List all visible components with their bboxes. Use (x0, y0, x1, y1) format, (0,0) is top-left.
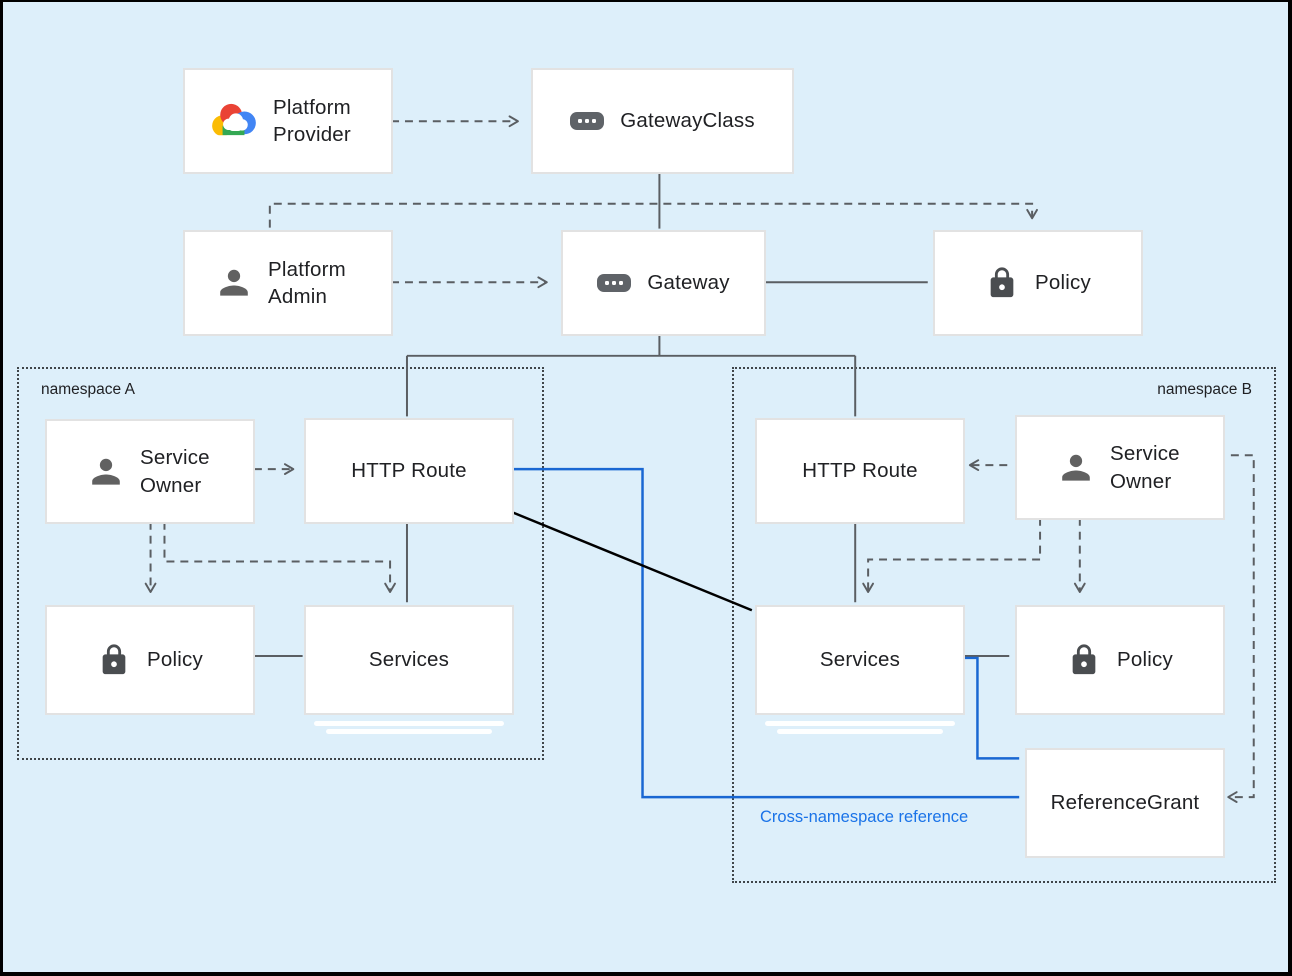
node-services-b: Services (755, 605, 965, 715)
node-label: Services (368, 648, 450, 672)
person-icon (216, 265, 252, 301)
node-policy-b: Policy (1015, 605, 1225, 715)
node-label: Services (819, 648, 901, 672)
lock-icon (97, 643, 131, 677)
services-a-stack-layer (314, 721, 504, 726)
cross-namespace-reference-label: Cross-namespace reference (760, 808, 969, 826)
node-label: Service Owner (140, 446, 210, 497)
node-label: Platform Provider (273, 95, 351, 146)
google-cloud-icon (211, 102, 257, 140)
services-b-stack-layer (765, 721, 955, 726)
node-label: Policy (1035, 271, 1091, 295)
node-service-owner-b: Service Owner (1015, 415, 1225, 520)
node-http-route-b: HTTP Route (755, 418, 965, 524)
node-label: HTTP Route (802, 459, 918, 483)
lock-icon (985, 266, 1019, 300)
namespace-a-label: namespace A (41, 381, 135, 398)
node-gatewayclass: GatewayClass (531, 68, 794, 174)
node-platform-provider: Platform Provider (183, 68, 393, 174)
node-gateway: Gateway (561, 230, 766, 336)
node-http-route-a: HTTP Route (304, 418, 514, 524)
node-label: Service Owner (1110, 442, 1180, 493)
lock-icon (1067, 643, 1101, 677)
edge-httproute-a-services-b (510, 510, 753, 612)
person-icon (1058, 450, 1094, 486)
node-policy-a: Policy (45, 605, 255, 715)
services-b-stack-layer (777, 729, 943, 734)
namespace-b-label: namespace B (1157, 381, 1252, 398)
services-a-stack-layer (326, 729, 492, 734)
node-label: GatewayClass (620, 109, 755, 133)
node-label: Policy (1117, 648, 1173, 672)
resource-chip-icon (597, 274, 632, 292)
edge-admin-policy (268, 202, 1038, 228)
node-services-a: Services (304, 605, 514, 715)
node-label: ReferenceGrant (1050, 791, 1200, 815)
node-label: HTTP Route (351, 459, 467, 483)
node-platform-admin: Platform Admin (183, 230, 393, 336)
node-policy-top: Policy (933, 230, 1143, 336)
node-service-owner-a: Service Owner (45, 419, 255, 524)
node-label: Policy (147, 648, 203, 672)
person-icon (88, 454, 124, 490)
node-label: Platform Admin (268, 257, 346, 308)
node-referencegrant: ReferenceGrant (1025, 748, 1225, 858)
node-label: Gateway (647, 271, 730, 295)
resource-chip-icon (570, 112, 605, 130)
